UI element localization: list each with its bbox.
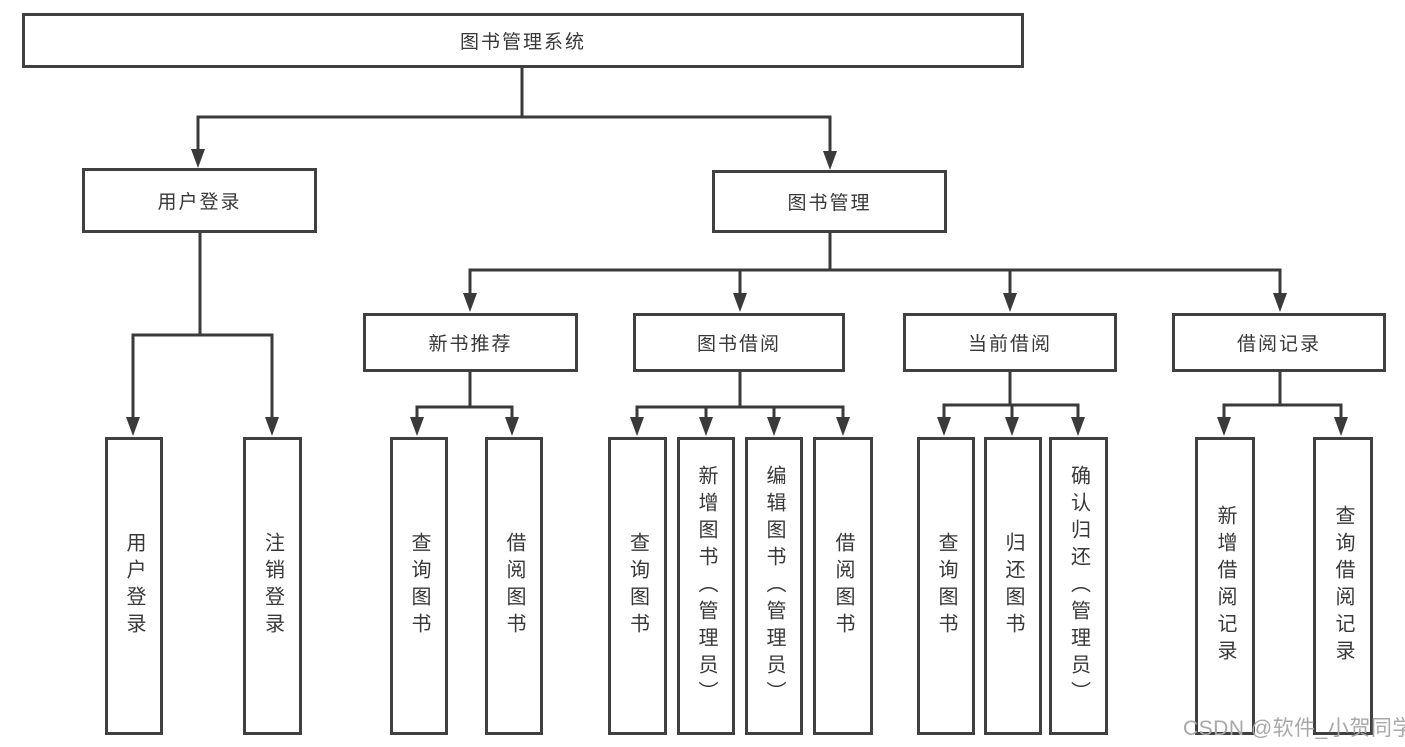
node-root-library-system: 图书管理系统 — [22, 13, 1024, 68]
leaf-return-books-label: 归还图书 — [1002, 532, 1024, 640]
leaf-borrow-books: 借阅图书 — [813, 437, 873, 735]
leaf-borrow-books-label: 借阅图书 — [832, 532, 854, 640]
node-borrow-records-label: 借阅记录 — [1236, 334, 1321, 355]
leaf-query-books-recommend: 查询图书 — [390, 437, 448, 735]
leaf-logout: 注销登录 — [243, 437, 302, 735]
leaf-confirm-return-admin-label: 确认归还（管理员） — [1067, 464, 1090, 708]
leaf-query-books-current: 查询图书 — [917, 437, 975, 735]
leaf-borrow-books-recommend: 借阅图书 — [485, 437, 543, 735]
connector-borrow-fork — [635, 371, 845, 418]
leaf-borrow-books-recommend-label: 借阅图书 — [503, 532, 525, 640]
node-root-label: 图书管理系统 — [459, 32, 586, 53]
csdn-watermark: CSDN @软件_小贺同学 — [1183, 717, 1405, 740]
leaf-confirm-return-admin: 确认归还（管理员） — [1049, 437, 1108, 735]
leaf-add-borrow-record-label: 新增借阅记录 — [1214, 505, 1236, 667]
node-book-management: 图书管理 — [712, 170, 947, 233]
node-new-book-recommend: 新书推荐 — [363, 313, 578, 372]
node-borrow-records: 借阅记录 — [1172, 313, 1386, 372]
leaf-query-books-recommend-label: 查询图书 — [408, 532, 430, 640]
node-user-login: 用户登录 — [82, 168, 317, 233]
leaf-add-books-admin-label: 新增图书（管理员） — [695, 464, 717, 708]
node-user-login-label: 用户登录 — [157, 192, 242, 213]
arrowheads — [126, 149, 1348, 436]
leaf-query-borrow-record-label: 查询借阅记录 — [1332, 505, 1354, 667]
leaf-query-books-borrowing-label: 查询图书 — [626, 532, 649, 640]
connector-book-mgmt-fork — [468, 232, 1282, 294]
leaf-query-borrow-record: 查询借阅记录 — [1313, 437, 1373, 735]
leaf-query-books-borrowing: 查询图书 — [608, 437, 667, 735]
connector-new-book-fork — [415, 371, 514, 418]
node-book-management-label: 图书管理 — [787, 193, 872, 214]
node-book-borrowing-label: 图书借阅 — [696, 334, 781, 355]
leaf-user-login: 用户登录 — [105, 437, 163, 735]
leaf-query-books-current-label: 查询图书 — [935, 532, 957, 640]
leaf-user-login-label: 用户登录 — [123, 532, 145, 640]
node-current-borrowing: 当前借阅 — [903, 313, 1117, 372]
leaf-add-borrow-record: 新增借阅记录 — [1195, 437, 1255, 735]
node-current-borrowing-label: 当前借阅 — [967, 334, 1052, 355]
leaf-edit-books-admin-label: 编辑图书（管理员） — [763, 464, 785, 708]
leaf-edit-books-admin: 编辑图书（管理员） — [745, 437, 803, 735]
connector-records-fork — [1222, 371, 1343, 418]
connector-user-login-fork — [131, 232, 274, 418]
node-new-book-recommend-label: 新书推荐 — [428, 334, 513, 355]
leaf-add-books-admin: 新增图书（管理员） — [677, 437, 735, 735]
node-book-borrowing: 图书借阅 — [633, 313, 845, 372]
leaf-logout-label: 注销登录 — [261, 532, 284, 640]
connector-root-fork — [196, 67, 832, 152]
leaf-return-books: 归还图书 — [984, 437, 1042, 735]
connector-current-fork — [942, 371, 1080, 418]
